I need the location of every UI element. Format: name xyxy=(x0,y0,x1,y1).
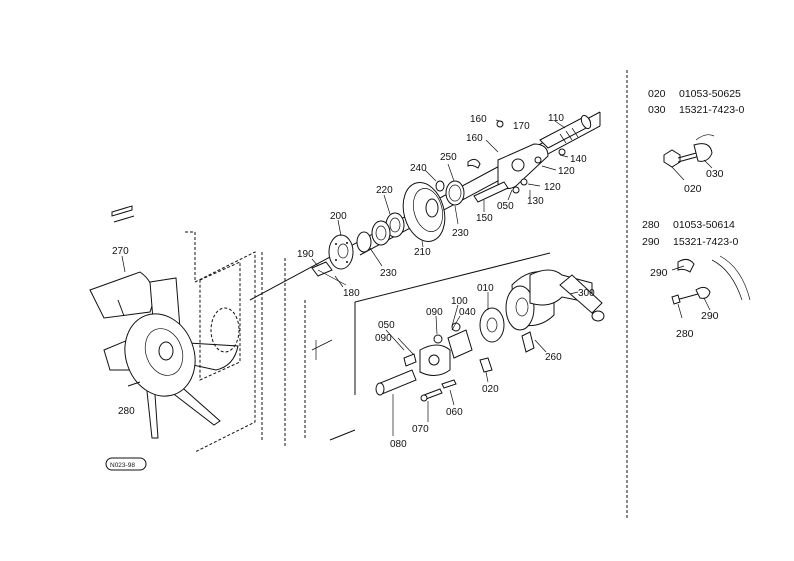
engine-block-outline xyxy=(111,205,333,453)
callout-label: 110 xyxy=(548,113,564,124)
pump-flange xyxy=(479,307,505,343)
callout-label: 100 xyxy=(451,296,468,307)
callout-label: 070 xyxy=(412,424,429,435)
callout-label: 020 xyxy=(482,384,499,395)
legend-row-ref: 290 xyxy=(642,236,660,248)
callout-label: 230 xyxy=(452,228,469,239)
gasket-plate-group xyxy=(403,322,473,376)
callout-label: 190 xyxy=(297,249,314,260)
callout-label: 050 xyxy=(497,201,514,212)
callout-label: 150 xyxy=(476,213,493,224)
legend-row-part-no: 15321-7423-0 xyxy=(673,236,739,248)
callout-labels: 110 160 170 160 140 120 120 130 050 150 … xyxy=(112,113,595,450)
cooling-fan xyxy=(89,271,239,439)
lower-assembly-frame xyxy=(329,252,551,441)
legend-row-part-no: 01053-50614 xyxy=(673,219,735,231)
bolt-clip-sketch xyxy=(671,255,751,319)
callout-label: 050 xyxy=(378,320,395,331)
callout-label: 020 xyxy=(684,183,702,195)
callout-label: 220 xyxy=(376,185,393,196)
callout-label: 140 xyxy=(570,154,587,165)
water-pump-body xyxy=(505,269,605,353)
bolt-clip-sketch xyxy=(663,134,715,181)
callout-label: 090 xyxy=(426,307,443,318)
fan-hub xyxy=(311,234,354,286)
callout-label: 120 xyxy=(558,166,575,177)
callout-label: 120 xyxy=(544,182,561,193)
callout-label: 210 xyxy=(414,247,431,258)
legend-row-ref: 020 xyxy=(648,88,666,100)
callout-label: 010 xyxy=(477,283,494,294)
pump-bolts xyxy=(420,357,493,422)
legend-row-ref: 030 xyxy=(648,104,666,116)
legend-row-part-no: 15321-7423-0 xyxy=(679,104,745,116)
callout-label: 090 xyxy=(375,333,392,344)
callout-label: 170 xyxy=(513,121,530,132)
callout-label: 280 xyxy=(676,328,694,340)
callout-label: 130 xyxy=(527,196,544,207)
leader-lines xyxy=(121,119,579,355)
legend-block-1: 020 01053-50625 030 15321-7423-0 020 030 xyxy=(648,88,745,195)
callout-label: 160 xyxy=(470,114,487,125)
callout-label: 040 xyxy=(459,307,476,318)
callout-label: 280 xyxy=(118,406,135,417)
callout-label: 230 xyxy=(380,268,397,279)
legend-row-part-no: 01053-50625 xyxy=(679,88,741,100)
bypass-pipe xyxy=(375,369,417,436)
figure-code-badge: N023-98 xyxy=(105,457,147,471)
callout-label: 270 xyxy=(112,246,129,257)
legend-row-ref: 280 xyxy=(642,219,660,231)
figure-code: N023-98 xyxy=(110,462,135,469)
callout-label: 080 xyxy=(390,439,407,450)
callout-label: 300 xyxy=(578,288,595,299)
callout-label: 260 xyxy=(545,352,562,363)
callout-label: 250 xyxy=(440,152,457,163)
legend-block-2: 280 01053-50614 290 15321-7423-0 290 280… xyxy=(642,219,751,340)
callout-label: 030 xyxy=(706,168,724,180)
callout-label: 160 xyxy=(466,133,483,144)
seal-ring-group xyxy=(435,180,465,206)
callout-label: 240 xyxy=(410,163,427,174)
callout-label: 290 xyxy=(650,267,668,279)
callout-label: 060 xyxy=(446,407,463,418)
ball-bearings xyxy=(356,212,405,253)
callout-label: 200 xyxy=(330,211,347,222)
tension-pulley-group xyxy=(467,114,592,203)
callout-label: 180 xyxy=(343,288,360,299)
bearing-flange xyxy=(402,182,446,242)
callout-label: 290 xyxy=(701,310,719,322)
